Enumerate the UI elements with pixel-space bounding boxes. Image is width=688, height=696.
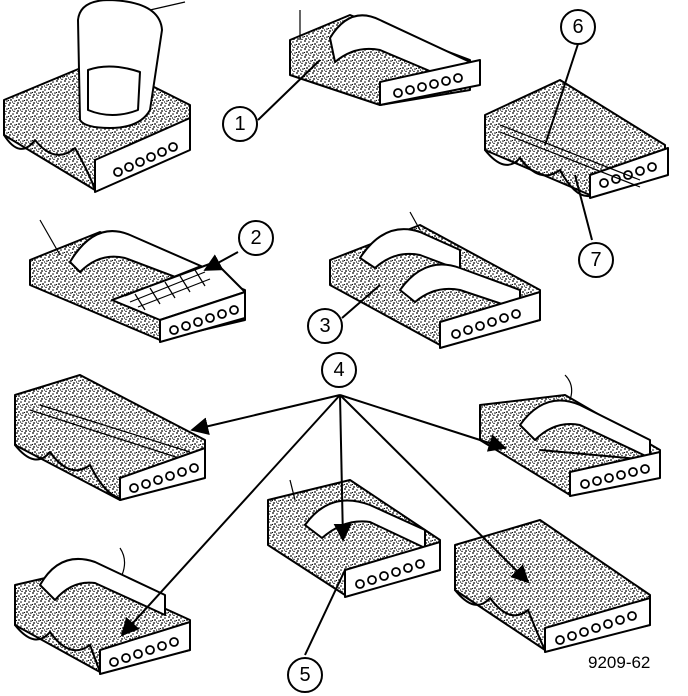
rib-holes-i: [109, 637, 179, 667]
callout-7: 7: [578, 242, 614, 278]
leader-4a: [190, 394, 341, 436]
rib-holes-f: [129, 463, 199, 493]
belt-section-finger-press: [3, 0, 191, 193]
belt-section-callout-2: [29, 219, 246, 343]
leader-6: [544, 43, 579, 146]
callout-4: 4: [321, 352, 357, 388]
leader-4d: [120, 394, 341, 637]
rib-holes-c: [599, 162, 657, 188]
svg-text:4: 4: [333, 359, 344, 381]
svg-text:3: 3: [319, 315, 330, 337]
belt-section-callout-1: [289, 10, 481, 106]
callout-6: 6: [560, 9, 596, 45]
svg-text:5: 5: [299, 664, 310, 686]
leader-4c: [333, 394, 352, 542]
svg-text:7: 7: [590, 249, 601, 271]
leader-1: [257, 59, 321, 121]
leader-lines: [120, 43, 593, 656]
rib-holes-j: [555, 611, 637, 645]
belt-section-bottom-left: [14, 547, 191, 675]
svg-text:1: 1: [234, 113, 245, 135]
svg-text:2: 2: [250, 227, 261, 249]
leader-3: [341, 284, 381, 319]
leader-4b: [339, 394, 507, 452]
callout-1: 1: [222, 106, 258, 142]
belt-section-bottom-right: [454, 519, 651, 653]
belt-section-left-worn: [14, 374, 206, 501]
belt-section-right-glazed: [479, 374, 661, 497]
rib-holes-g: [580, 464, 650, 489]
belt-section-callout-6-7: [484, 79, 669, 199]
callout-5: 5: [287, 657, 323, 693]
callout-3: 3: [307, 308, 343, 344]
rib-holes-h: [355, 559, 425, 589]
leader-5: [304, 569, 346, 656]
rib-holes-d: [169, 305, 239, 335]
belt-section-callout-5: [267, 479, 441, 598]
leader-4e: [339, 394, 530, 584]
figure-id: 9209-62: [588, 653, 650, 672]
rib-holes-b: [393, 73, 463, 98]
cracked-rib-pattern: [124, 265, 211, 311]
belt-section-callout-3: [329, 211, 541, 349]
leader-2: [203, 251, 239, 271]
rib-holes-a: [113, 142, 178, 177]
leader-7: [574, 174, 593, 241]
callout-2: 2: [238, 220, 274, 256]
rib-holes-e: [451, 309, 521, 339]
finger-icon: [77, 0, 186, 129]
svg-text:6: 6: [572, 16, 583, 38]
